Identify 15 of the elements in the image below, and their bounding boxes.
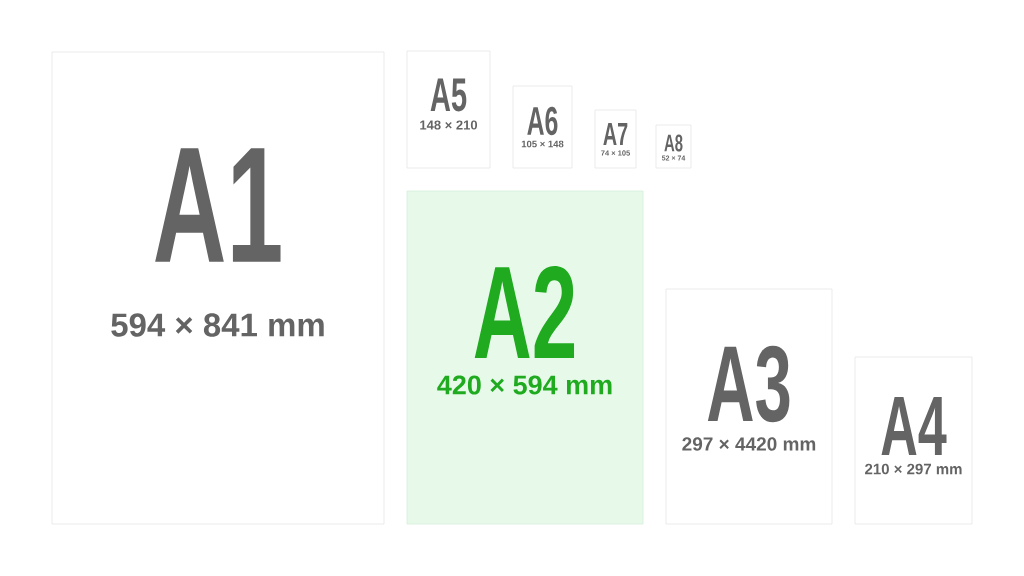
size-name: A6 xyxy=(527,106,558,136)
dimension-text: 594 × 841 mm xyxy=(111,313,324,337)
size-name: A1 xyxy=(155,148,281,262)
paper-sheet xyxy=(406,190,644,525)
dimension-text: 420 × 594 mm xyxy=(437,375,612,395)
size-name: A7 xyxy=(603,123,628,145)
dimension-text: 297 × 4420 mm xyxy=(682,437,816,451)
dimension-text: 148 × 210 xyxy=(420,120,478,130)
size-name: A5 xyxy=(430,78,467,112)
size-name: A2 xyxy=(474,265,574,359)
size-name: A4 xyxy=(881,397,947,455)
dimension-text: 210 × 297 mm xyxy=(865,463,962,475)
size-name: A3 xyxy=(707,345,790,423)
dimension-text: 105 × 148 xyxy=(521,140,564,148)
size-name: A8 xyxy=(664,134,683,152)
